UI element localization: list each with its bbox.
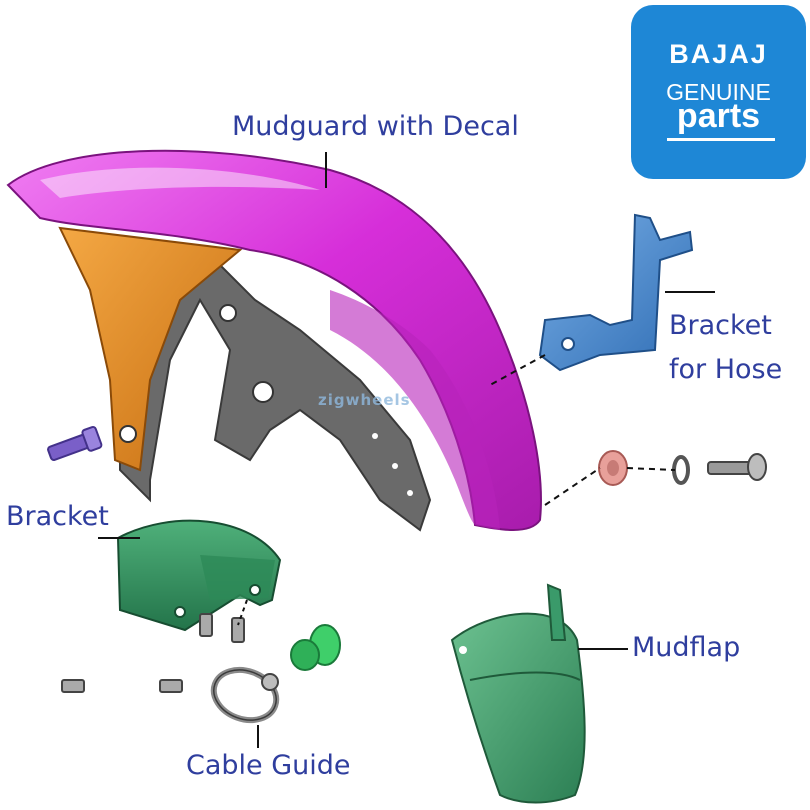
label-bracket-for-hose-line1: Bracket	[669, 310, 772, 341]
mudguard-hole	[392, 463, 398, 469]
bajaj-genuine-parts-logo: BAJAJ GENUINE parts	[631, 5, 806, 179]
leader-grommet-dashed	[544, 467, 601, 506]
cable-guide-part	[210, 666, 280, 724]
bracket-part	[116, 519, 282, 632]
mudguard-hole	[119, 425, 137, 443]
label-bracket-for-hose-line2: for Hose	[669, 354, 783, 385]
mudguard-shell	[6, 149, 542, 531]
leader-washer-dashed	[626, 467, 676, 471]
label-bracket: Bracket	[6, 501, 109, 532]
mudguard-inner-frame	[119, 248, 432, 532]
mudguard-lower-edge	[330, 290, 500, 530]
mudguard-hole	[219, 304, 237, 322]
small-bolt-part	[61, 613, 245, 693]
mudguard-decal	[58, 226, 243, 472]
label-mudguard-with-decal: Mudguard with Decal	[232, 111, 519, 142]
watermark: zigwheels	[318, 391, 411, 409]
logo-brand: BAJAJ	[669, 39, 768, 69]
bolt-part	[47, 425, 103, 461]
label-mudflap: Mudflap	[632, 632, 741, 663]
mudguard-part	[6, 149, 542, 532]
plug-part	[290, 624, 341, 671]
screw-part	[707, 453, 767, 481]
grommet-part	[598, 450, 628, 486]
mudguard-hole	[407, 490, 413, 496]
mudflap-part	[450, 583, 586, 804]
logo-genuine: GENUINE	[666, 79, 771, 105]
bracket-for-hose-part	[538, 213, 694, 372]
mudguard-highlight	[40, 167, 320, 198]
label-cable-guide: Cable Guide	[186, 750, 351, 781]
logo-underline	[667, 138, 775, 141]
washer-part	[672, 455, 690, 485]
mudguard-hole	[252, 381, 274, 403]
logo-parts: parts	[676, 97, 761, 135]
mudguard-hole	[372, 433, 378, 439]
